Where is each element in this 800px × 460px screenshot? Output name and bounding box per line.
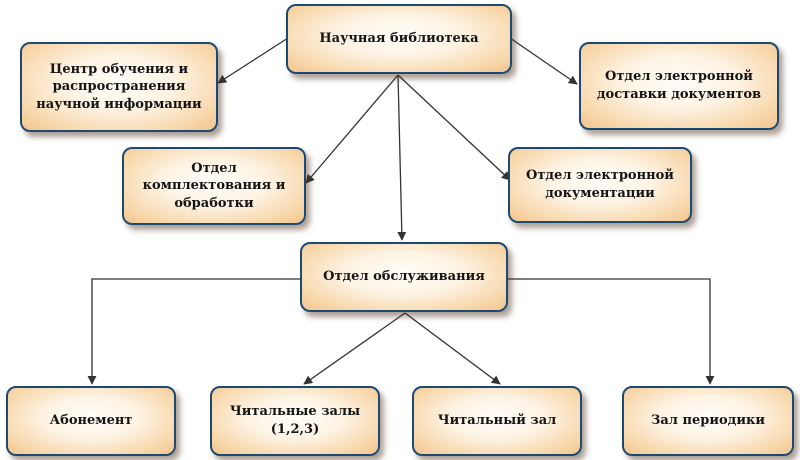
node-label: Зал периодики — [650, 413, 766, 429]
node-label: Отдел электронной документации — [526, 168, 674, 201]
arrow-root-to-center — [217, 37, 289, 84]
arrow-service-to-loan — [87, 278, 300, 385]
node-reading-hall: Читальный зал — [412, 386, 582, 456]
arrow-root-to-delivery — [509, 37, 578, 85]
arrow-root-to-acquisition — [305, 74, 399, 184]
arrow-root-to-edoc — [397, 74, 511, 181]
node-document-delivery: Отдел электронной доставки документов — [579, 42, 779, 130]
node-scientific-library: Научная библиотека — [286, 4, 512, 74]
node-label: Отдел комплектования и обработки — [142, 160, 286, 211]
node-label: Отдел электронной доставки документов — [596, 69, 762, 102]
node-label: Научная библиотека — [319, 31, 479, 47]
arrow-service-to-reading-halls — [303, 312, 406, 385]
node-service-department: Отдел обслуживания — [300, 242, 508, 312]
node-training-center: Центр обучения и распространения научной… — [20, 42, 218, 132]
node-acquisition-department: Отдел комплектования и обработки — [122, 147, 306, 225]
node-label: Отдел обслуживания — [323, 269, 485, 285]
node-electronic-documentation: Отдел электронной документации — [508, 147, 692, 223]
arrow-service-to-reading-hall — [404, 312, 501, 385]
node-label: Читальный зал — [437, 413, 557, 429]
node-reading-halls: Читальные залы (1,2,3) — [210, 386, 380, 456]
arrow-service-to-periodicals — [508, 278, 715, 385]
node-label: Читальные залы (1,2,3) — [229, 404, 361, 437]
node-loan-desk: Абонемент — [6, 386, 176, 456]
arrow-root-to-service — [397, 74, 407, 241]
node-periodicals-hall: Зал периодики — [622, 386, 794, 456]
node-label: Абонемент — [49, 413, 133, 429]
node-label: Центр обучения и распространения научной… — [36, 61, 202, 112]
